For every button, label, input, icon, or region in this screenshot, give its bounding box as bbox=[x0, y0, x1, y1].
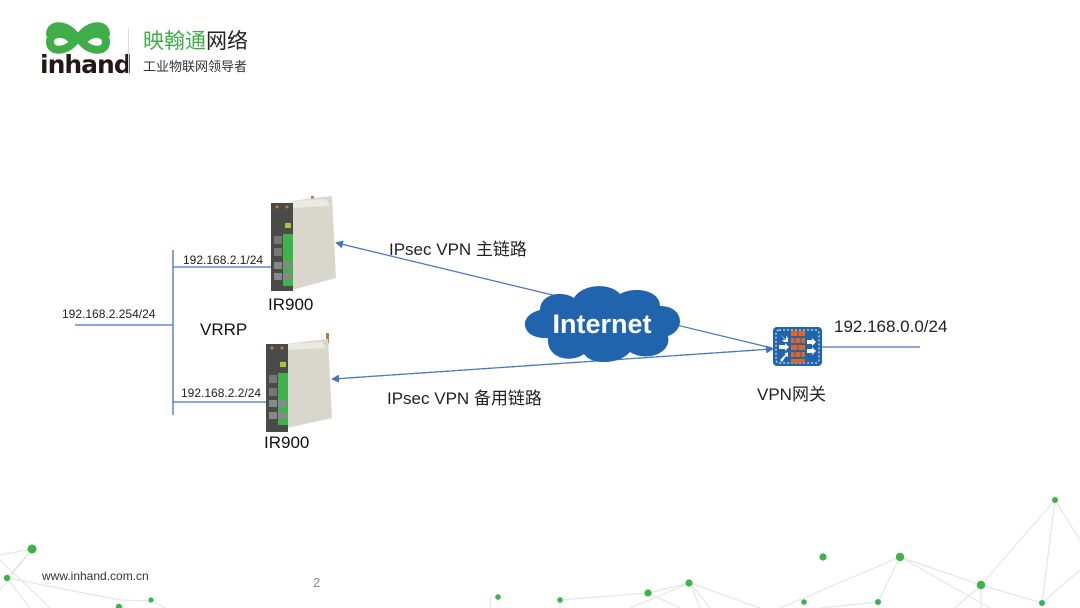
router-primary-device-icon bbox=[271, 196, 336, 291]
ipsec-primary-link-label: IPsec VPN 主链路 bbox=[389, 240, 527, 259]
lan-gateway-ip-label: 192.168.2.254/24 bbox=[62, 307, 156, 321]
brand-name: 映翰通网络 bbox=[143, 25, 248, 55]
internet-cloud-label: Internet bbox=[552, 309, 651, 339]
ipsec-backup-link-arrow-end bbox=[332, 345, 774, 380]
vrrp-label: VRRP bbox=[200, 320, 248, 339]
inhand-logo-icon bbox=[45, 22, 111, 54]
router-backup-name: IR900 bbox=[264, 433, 310, 452]
gateway-subnet-label: 192.168.0.0/24 bbox=[834, 317, 948, 336]
lan-bus bbox=[75, 250, 920, 415]
network-nodes bbox=[3, 497, 1058, 608]
logo-wordmark: inhand bbox=[40, 50, 132, 79]
page-number: 2 bbox=[313, 575, 321, 590]
logo-divider bbox=[128, 28, 129, 74]
brand-tagline: 工业物联网领导者 bbox=[143, 60, 248, 75]
vpn-gateway-name: VPN网关 bbox=[757, 385, 826, 404]
vpn-gateway-firewall-icon bbox=[773, 327, 822, 366]
router-primary-ip-label: 192.168.2.1/24 bbox=[183, 253, 264, 267]
footer-website-url: www.inhand.com.cn bbox=[42, 569, 149, 583]
ipsec-backup-link-label: IPsec VPN 备用链路 bbox=[387, 389, 542, 408]
router-backup-device-icon bbox=[266, 333, 332, 432]
router-primary-name: IR900 bbox=[268, 295, 314, 314]
router-backup-ip-label: 192.168.2.2/24 bbox=[181, 386, 262, 400]
brand-name-green: 映翰通 bbox=[143, 29, 206, 53]
brand-name-dark: 网络 bbox=[206, 29, 248, 53]
internet-cloud-icon bbox=[524, 286, 680, 363]
network-lines bbox=[0, 499, 1080, 608]
